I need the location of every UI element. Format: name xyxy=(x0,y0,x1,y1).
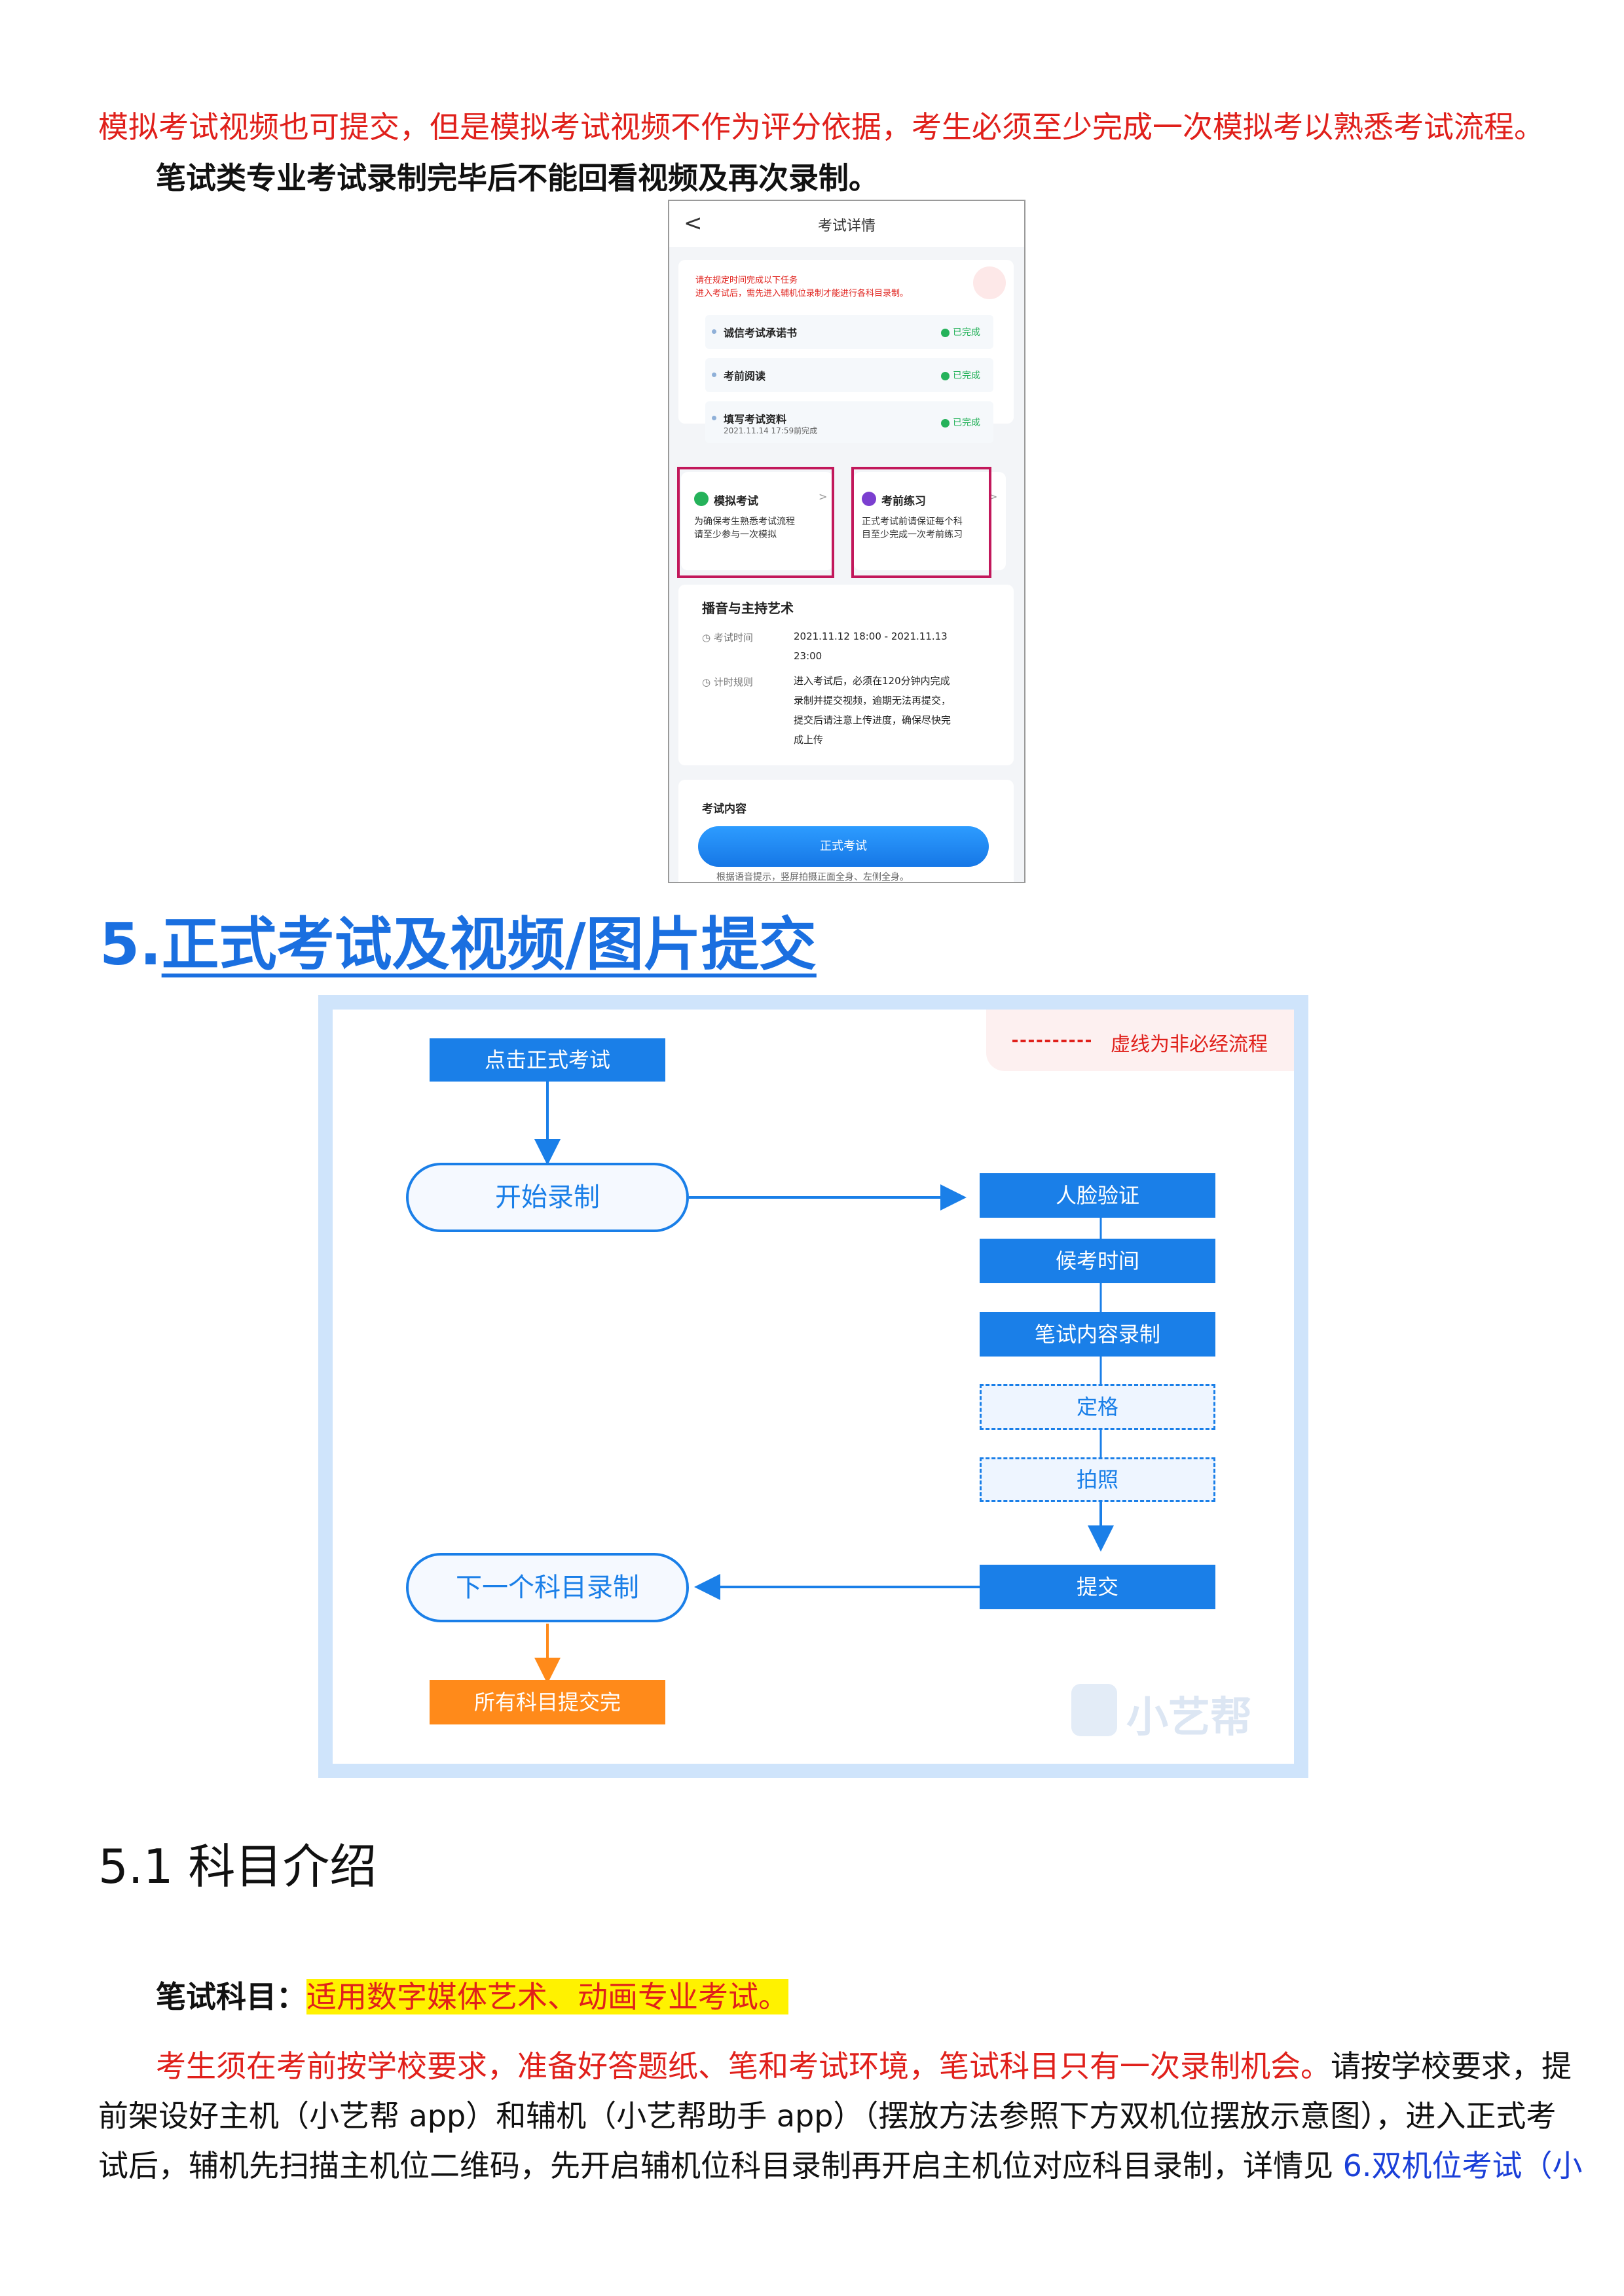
dual-camera-link[interactable]: 6.双机位考试（小 xyxy=(1342,2148,1583,2183)
content-title: 考试内容 xyxy=(702,803,747,816)
flowchart-canvas: 虚线为非必经流程 点击正式考试 开始录制 人脸验证 候考时间 笔试内容录制 定格… xyxy=(333,1010,1294,1764)
practice-title: 考前练习 xyxy=(881,495,926,508)
section-heading-5-1: 5.1 科目介绍 xyxy=(98,1839,377,1894)
practice-desc-1: 正式考试前请保证每个科 xyxy=(862,517,963,527)
bullet-icon xyxy=(712,329,716,334)
para-line-1: 考生须在考前按学校要求，准备好答题纸、笔和考试环境，笔试科目只有一次录制机会。请… xyxy=(156,2043,1572,2090)
time-label: ◷ 考试时间 xyxy=(702,632,753,644)
practice-card[interactable]: 考前练习 > 正式考试前请保证每个科 目至少完成一次考前练习 xyxy=(854,472,1006,570)
flow-step-start: 点击正式考试 xyxy=(430,1038,665,1082)
exam-detail-screenshot: < 考试详情 请在规定时间完成以下任务 进入考试后，需先进入辅机位录制才能进行各… xyxy=(668,200,1025,883)
watermark-text: 小艺帮 xyxy=(1126,1694,1252,1742)
rule-line-2: 录制并提交视频，逾期无法再提交， xyxy=(794,695,951,706)
task-name: 填写考试资料 xyxy=(724,413,787,426)
rule-line-1: 进入考试后，必须在120分钟内完成 xyxy=(794,675,950,687)
formal-exam-button[interactable]: 正式考试 xyxy=(698,826,989,867)
dashed-line-sample xyxy=(1012,1040,1091,1042)
flow-step-face: 人脸验证 xyxy=(980,1173,1215,1218)
section-heading-5: 5.正式考试及视频/图片提交 xyxy=(100,898,817,981)
heading-text[interactable]: 正式考试及视频/图片提交 xyxy=(161,911,817,978)
para-black-text: 请按学校要求，提 xyxy=(1331,2049,1572,2084)
time-value-2: 23:00 xyxy=(794,650,822,662)
check-icon xyxy=(941,328,950,337)
notice-line-2: 进入考试后，需先进入辅机位录制才能进行各科目录制。 xyxy=(695,289,909,299)
notice-decoration xyxy=(973,266,1006,299)
bullet-icon xyxy=(712,373,716,377)
rule-label-text: 计时规则 xyxy=(713,676,753,688)
flow-step-next: 下一个科目录制 xyxy=(406,1553,689,1622)
written-subject-text: 适用数字媒体艺术、动画专业考试。 xyxy=(306,1979,788,2014)
task-status: 已完成 xyxy=(941,369,980,382)
para-line-3: 试后，辅机先扫描主机位二维码，先开启辅机位科目录制再开启主机位对应科目录制，详情… xyxy=(98,2142,1583,2189)
task-item[interactable]: 诚信考试承诺书 已完成 xyxy=(705,315,993,349)
rule-label: ◷ 计时规则 xyxy=(702,676,753,688)
watermark-logo-icon xyxy=(1071,1684,1117,1736)
flow-step-submit: 提交 xyxy=(980,1565,1215,1609)
mock-exam-desc-1: 为确保考生熟悉考试流程 xyxy=(694,517,795,527)
para-line-3-text: 试后，辅机先扫描主机位二维码，先开启辅机位科目录制再开启主机位对应科目录制，详情… xyxy=(98,2148,1343,2183)
notice-line-1: 请在规定时间完成以下任务 xyxy=(695,276,798,285)
task-status-text: 已完成 xyxy=(953,418,980,428)
rule-line-4: 成上传 xyxy=(794,734,824,746)
chevron-right-icon: > xyxy=(819,490,828,503)
task-status: 已完成 xyxy=(941,325,980,338)
intro-line-1: 模拟考试视频也可提交，但是模拟考试视频不作为评分依据，考生必须至少完成一次模拟考… xyxy=(98,109,1544,145)
flow-legend: 虚线为非必经流程 xyxy=(986,1010,1294,1071)
flow-step-wait: 候考时间 xyxy=(980,1239,1215,1283)
subject-name: 播音与主持艺术 xyxy=(702,600,794,616)
back-icon[interactable]: < xyxy=(684,210,703,236)
task-status-text: 已完成 xyxy=(953,371,980,381)
para-line-2: 前架设好主机（小艺帮 app）和辅机（小艺帮助手 app）（摆放方法参照下方双机… xyxy=(98,2098,1557,2134)
mock-exam-icon xyxy=(694,492,709,506)
bottom-hint: 根据语音提示，竖屏拍摄正面全身、左侧全身。 xyxy=(716,872,909,883)
practice-icon xyxy=(862,492,876,506)
flow-step-fix: 定格 xyxy=(980,1384,1215,1430)
mock-exam-desc-2: 请至少参与一次模拟 xyxy=(694,530,777,540)
flow-arrows xyxy=(534,1080,1114,1684)
subject-card: 播音与主持艺术 ◷ 考试时间 2021.11.12 18:00 - 2021.1… xyxy=(678,585,1014,765)
heading-number: 5. xyxy=(100,911,162,978)
rule-line-3: 提交后请注意上传进度，确保尽快完 xyxy=(794,714,951,726)
task-deadline: 2021.11.14 17:59前完成 xyxy=(724,426,818,435)
check-icon xyxy=(941,371,950,380)
task-name: 诚信考试承诺书 xyxy=(724,327,798,339)
flow-step-photo: 拍照 xyxy=(980,1457,1215,1502)
para-red-text: 考生须在考前按学校要求，准备好答题纸、笔和考试环境，笔试科目只有一次录制机会。 xyxy=(156,2049,1331,2084)
mock-exam-title: 模拟考试 xyxy=(714,495,758,508)
mock-exam-highlight xyxy=(677,467,834,578)
flow-step-done: 所有科目提交完 xyxy=(430,1680,665,1724)
phone-title: 考试详情 xyxy=(817,218,876,234)
intro-line-2: 笔试类专业考试录制完毕后不能回看视频及再次录制。 xyxy=(156,160,879,196)
written-subject-label: 笔试科目： xyxy=(156,1979,306,2014)
task-name: 考前阅读 xyxy=(724,370,766,382)
legend-text: 虚线为非必经流程 xyxy=(1111,1033,1268,1056)
phone-header: < 考试详情 xyxy=(669,201,1024,247)
exam-flowchart: 虚线为非必经流程 点击正式考试 开始录制 人脸验证 候考时间 笔试内容录制 定格… xyxy=(318,995,1308,1778)
time-label-text: 考试时间 xyxy=(713,632,753,644)
task-item[interactable]: 考前阅读 已完成 xyxy=(705,358,993,392)
practice-highlight xyxy=(851,467,991,578)
bullet-icon xyxy=(712,416,716,420)
written-subject-line: 笔试科目：适用数字媒体艺术、动画专业考试。 xyxy=(156,1973,788,2020)
task-status: 已完成 xyxy=(941,416,980,429)
mock-exam-card[interactable]: 模拟考试 > 为确保考生熟悉考试流程 请至少参与一次模拟 xyxy=(681,472,833,570)
flow-step-written: 笔试内容录制 xyxy=(980,1312,1215,1357)
practice-desc-2: 目至少完成一次考前练习 xyxy=(862,530,963,540)
flow-step-begin-record: 开始录制 xyxy=(406,1163,689,1232)
check-icon xyxy=(941,418,950,428)
task-status-text: 已完成 xyxy=(953,327,980,338)
time-value-1: 2021.11.12 18:00 - 2021.11.13 xyxy=(794,630,948,642)
task-item[interactable]: 填写考试资料 2021.11.14 17:59前完成 已完成 xyxy=(705,401,993,443)
